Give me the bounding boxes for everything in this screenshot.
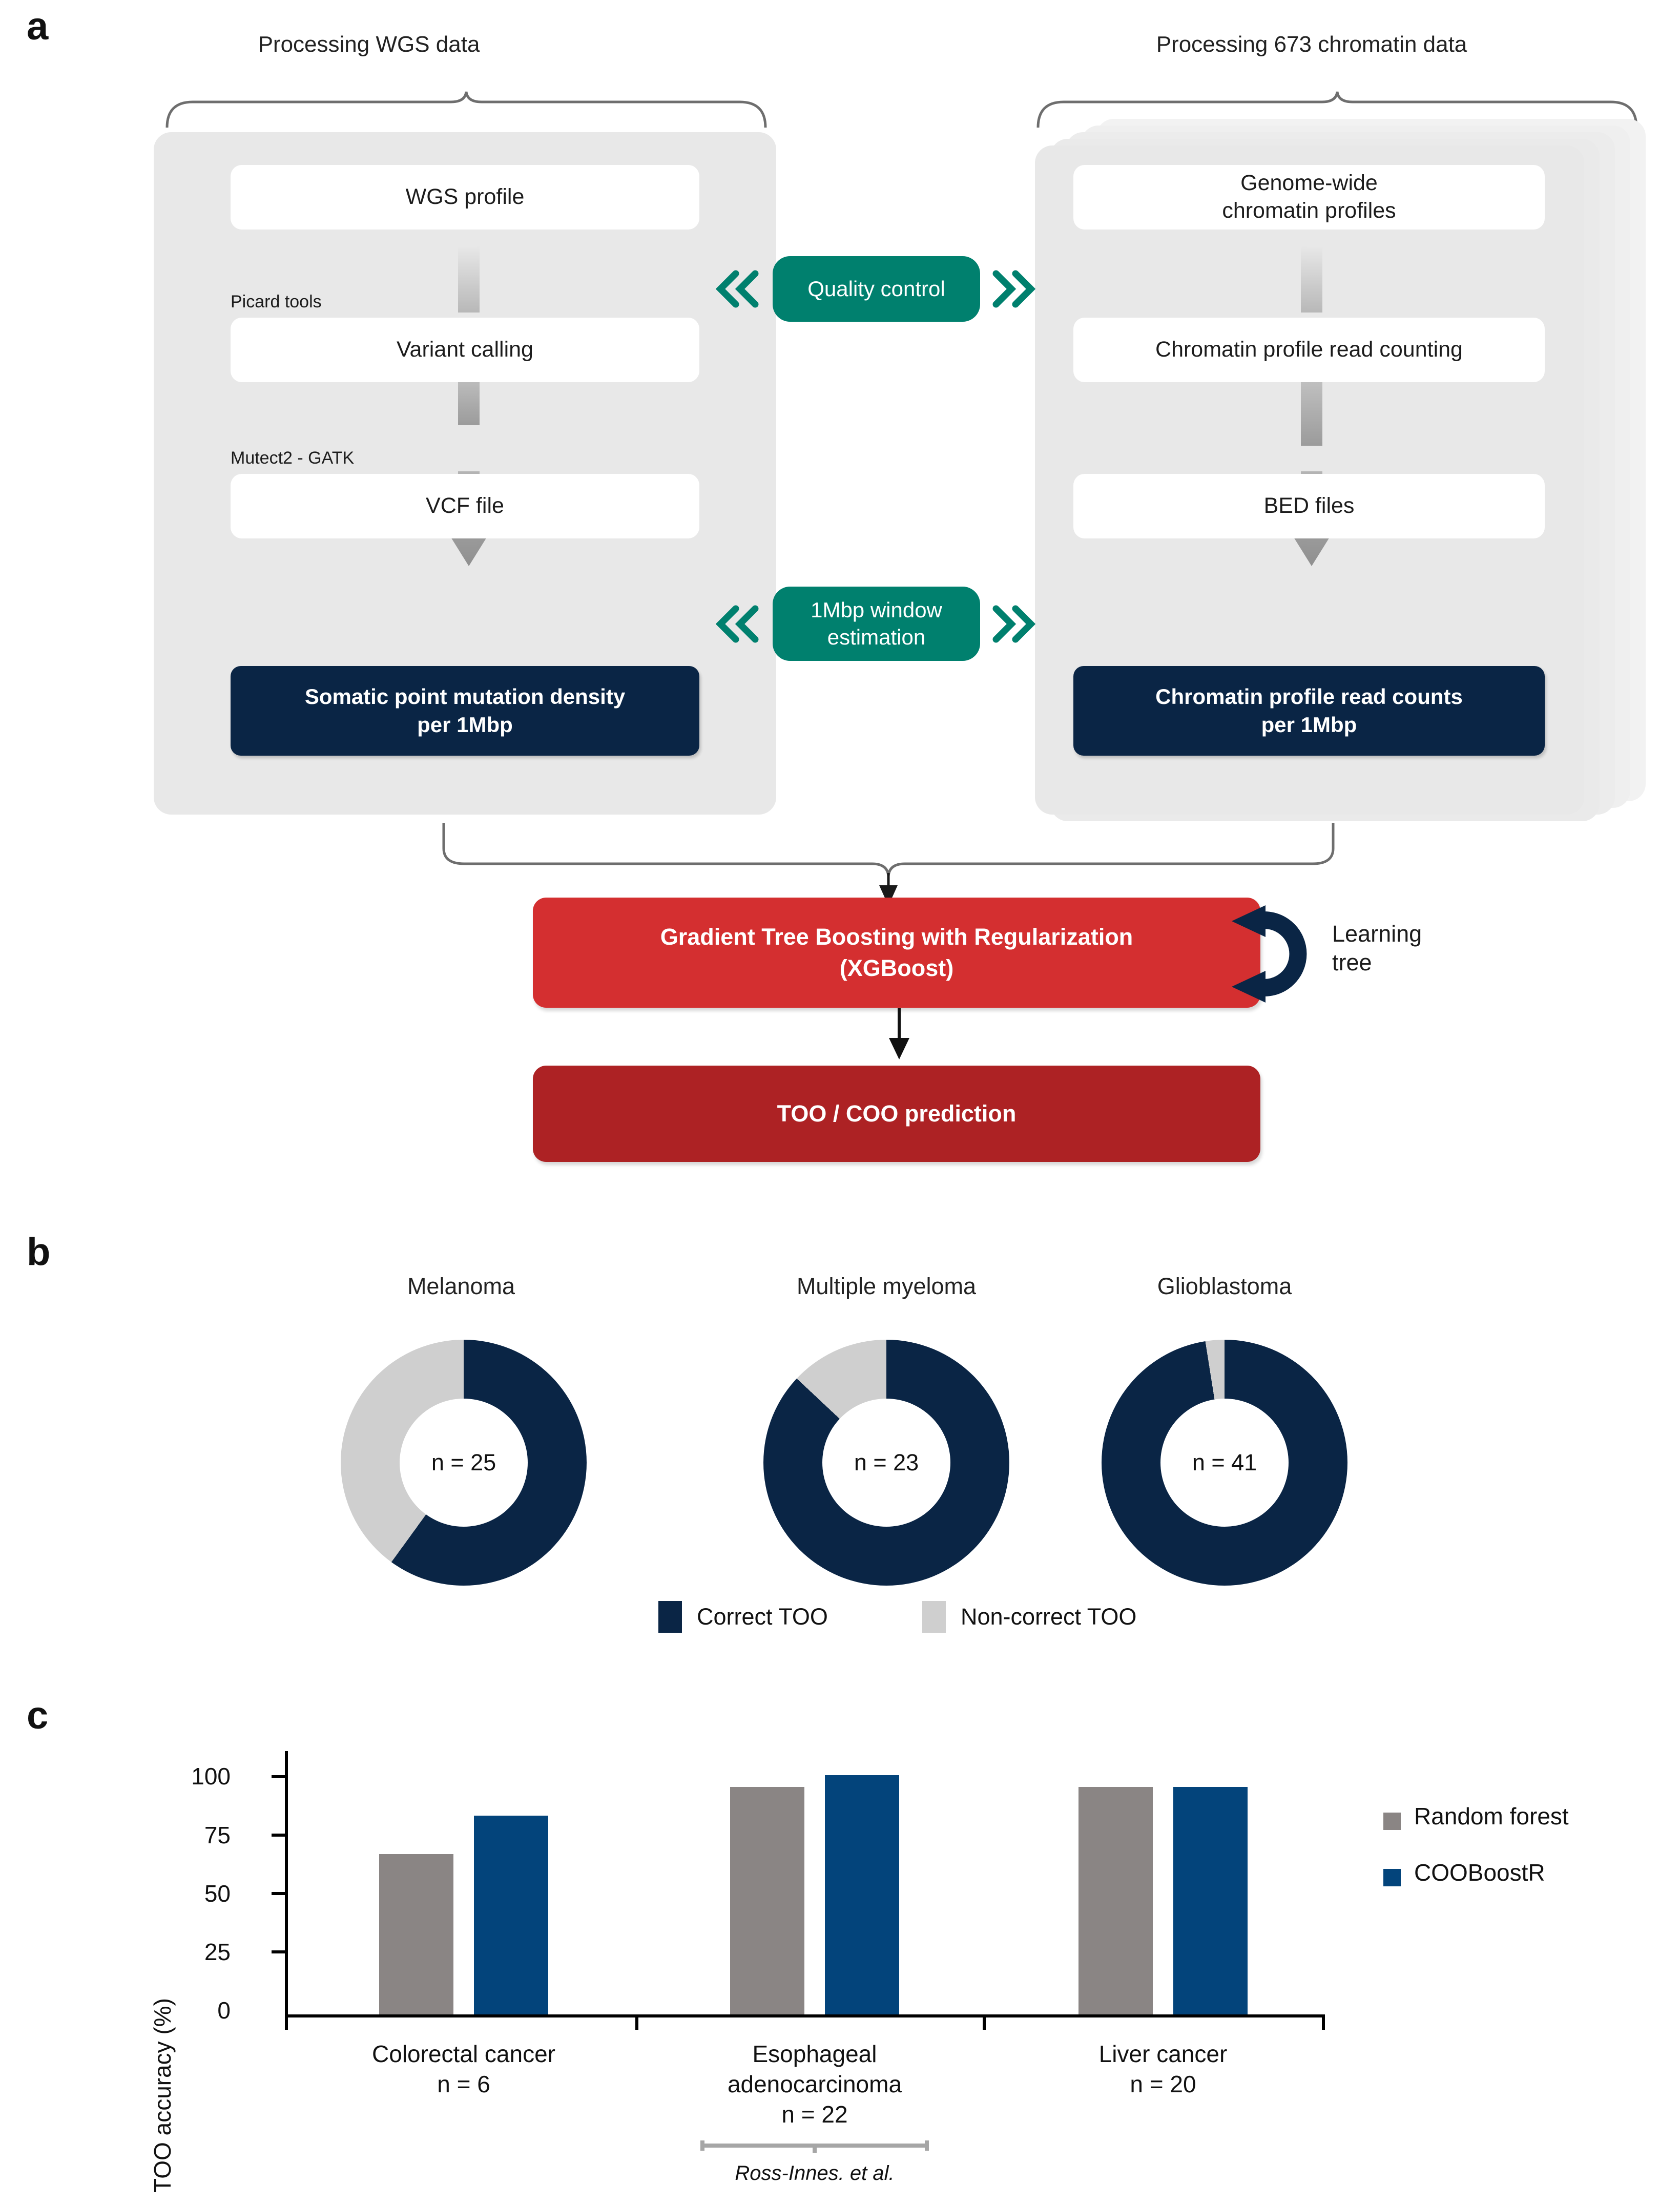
panel-a-flowchart: a Processing WGS data Processing 673 chr… [27, 5, 1646, 1162]
legend-label-non-correct-too: Non-correct TOO [961, 1604, 1137, 1630]
box-chromatin-read-counts: Chromatin profile read counts per 1Mbp [1073, 666, 1545, 756]
chevron-left-qc-icon [715, 270, 759, 308]
cat-0-line-1: n = 6 [437, 2070, 490, 2097]
donut-chart-multiple-myeloma: n = 23 [763, 1340, 1009, 1586]
y-tick-50 [272, 1892, 287, 1895]
y-tick-25 [272, 1950, 287, 1953]
x-category-label-esophageal: Esophageal adenocarcinoma n = 22 [635, 2039, 994, 2130]
box-variant-calling: Variant calling [231, 318, 699, 382]
chart-legend-label-random-forest: Random forest [1414, 1803, 1569, 1829]
badge-1mbp-line-2: estimation [827, 625, 926, 649]
somatic-line-2: per 1Mbp [417, 712, 513, 737]
panel-c-bar-chart: c TOO accuracy (%) 100 75 50 25 0 Colore… [0, 1680, 1680, 2205]
right-brace-icon [1036, 91, 1638, 128]
y-axis-label: TOO accuracy (%) [149, 1998, 176, 2193]
x-tick-right [1322, 2014, 1325, 2030]
legend-label-correct-too: Correct TOO [697, 1604, 828, 1630]
y-tick-label-25: 25 [204, 1939, 231, 1965]
cat-0-line-0: Colorectal cancer [372, 2041, 555, 2067]
y-tick-label-0: 0 [217, 1997, 231, 2024]
annotation-bracket-icon [700, 2140, 929, 2153]
model-to-prediction-arrow-icon [889, 1008, 909, 1059]
cat-1-line-2: n = 22 [781, 2100, 848, 2128]
chart-legend-swatch-random-forest [1383, 1813, 1401, 1830]
box-vcf-file: VCF file [231, 474, 699, 538]
legend-swatch-non-correct-too [922, 1601, 946, 1633]
x-category-label-liver: Liver cancer n = 20 [984, 2039, 1342, 2099]
left-brace-icon [165, 91, 767, 128]
panel-label-c: c [27, 1694, 49, 1737]
box-too-coo-prediction: TOO / COO prediction [533, 1066, 1260, 1162]
legend-swatch-correct-too [658, 1601, 682, 1633]
bar-random-forest-colorectal [379, 1854, 453, 2014]
learning-tree-label: Learning tree [1332, 920, 1422, 977]
chart-legend-swatch-cooboostr [1383, 1869, 1401, 1886]
bar-random-forest-esophageal [730, 1787, 804, 2014]
tool-label-picard: Picard tools [231, 292, 322, 311]
badge-1mbp-window-estimation: 1Mbp window estimation [773, 587, 980, 661]
donut-center-glioblastoma: n = 41 [1160, 1399, 1289, 1527]
y-tick-label-50: 50 [204, 1880, 231, 1907]
donut-chart-glioblastoma: n = 41 [1102, 1340, 1347, 1586]
bar-cooboostr-esophageal [825, 1775, 899, 2014]
bar-random-forest-liver [1078, 1787, 1153, 2014]
box-xgboost-model: Gradient Tree Boosting with Regularizati… [533, 898, 1260, 1008]
box-somatic-mutation-density: Somatic point mutation density per 1Mbp [231, 666, 699, 756]
merge-brace-icon [442, 823, 1335, 906]
cat-1-line-0: Esophageal [752, 2041, 877, 2067]
badge-quality-control: Quality control [773, 256, 980, 322]
y-tick-75 [272, 1834, 287, 1837]
chevron-right-qc-icon [992, 270, 1036, 308]
tool-label-mutect2: Mutect2 - GATK [231, 448, 355, 468]
right-column-title: Processing 673 chromatin data [1156, 32, 1467, 57]
left-column-title: Processing WGS data [258, 32, 480, 57]
cat-2-line-1: n = 20 [1130, 2070, 1196, 2097]
x-category-label-colorectal: Colorectal cancer n = 6 [284, 2039, 643, 2099]
box-genome-wide-chromatin-profiles: Genome-wide chromatin profiles [1073, 165, 1545, 230]
y-tick-100 [272, 1775, 287, 1778]
panel-label-a: a [27, 5, 49, 48]
x-tick-1 [635, 2014, 638, 2030]
learning-tree-line-2: tree [1332, 949, 1372, 976]
model-line-2: (XGBoost) [839, 954, 954, 981]
badge-1mbp-line-1: 1Mbp window [811, 598, 942, 622]
learning-tree-loop-icon [1232, 905, 1307, 1003]
panel-b-donuts: b Melanoma n = 25 Multiple myeloma n = 2… [0, 1194, 1680, 1680]
x-tick-2 [983, 2014, 986, 2030]
chromatin-profiles-line-2: chromatin profiles [1222, 198, 1396, 223]
y-tick-label-100: 100 [191, 1763, 231, 1790]
annotation-citation: Ross-Innes. et al. [735, 2162, 895, 2185]
box-bed-files: BED files [1073, 474, 1545, 538]
cat-1-line-1: adenocarcinoma [727, 2070, 902, 2097]
bar-cooboostr-colorectal [474, 1816, 548, 2014]
box-chromatin-read-counting: Chromatin profile read counting [1073, 318, 1545, 382]
y-tick-label-75: 75 [204, 1822, 231, 1848]
chromatin-counts-line-1: Chromatin profile read counts [1155, 684, 1463, 709]
model-line-1: Gradient Tree Boosting with Regularizati… [660, 923, 1133, 950]
donut-chart-melanoma: n = 25 [341, 1340, 587, 1586]
chromatin-counts-line-2: per 1Mbp [1261, 712, 1357, 737]
y-axis-line [285, 1751, 288, 2017]
donut-title-glioblastoma: Glioblastoma [1157, 1273, 1292, 1299]
chart-legend-label-cooboostr: COOBoostR [1414, 1859, 1545, 1886]
chevron-left-1mbp-icon [715, 605, 759, 643]
chromatin-profiles-line-1: Genome-wide [1240, 171, 1378, 196]
x-tick-left [285, 2014, 288, 2030]
bar-cooboostr-liver [1173, 1787, 1248, 2014]
cat-2-line-0: Liver cancer [1098, 2041, 1228, 2067]
donut-center-melanoma: n = 25 [400, 1399, 528, 1527]
learning-tree-line-1: Learning [1332, 921, 1422, 947]
chevron-right-1mbp-icon [992, 605, 1036, 643]
x-axis-line [285, 2014, 1325, 2017]
box-wgs-profile: WGS profile [231, 165, 699, 230]
somatic-line-1: Somatic point mutation density [304, 684, 626, 709]
donut-title-multiple-myeloma: Multiple myeloma [796, 1273, 977, 1299]
donut-title-melanoma: Melanoma [407, 1273, 515, 1299]
panel-label-b: b [27, 1230, 51, 1274]
donut-center-multiple-myeloma: n = 23 [822, 1399, 950, 1527]
